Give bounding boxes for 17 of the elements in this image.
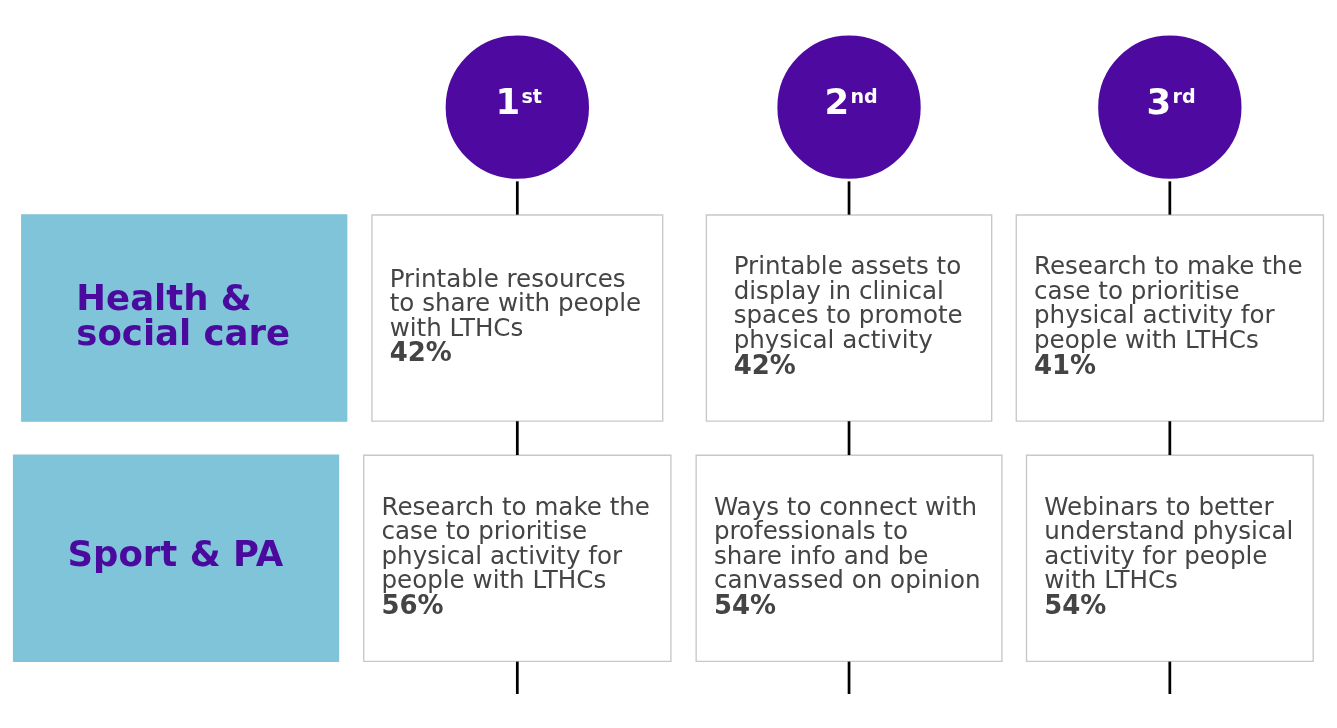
node-box: Sport & PA bbox=[12, 454, 340, 662]
connector bbox=[847, 420, 851, 455]
connector bbox=[1168, 420, 1172, 455]
node-box: Research to make the case to prioritise physical activity for people with LTHCs 56% bbox=[363, 454, 672, 662]
node-box: Health & social care bbox=[21, 213, 348, 422]
connector bbox=[515, 661, 519, 694]
node-box: Printable resources to share with people with LTHCs 42% bbox=[371, 213, 664, 422]
connector bbox=[515, 180, 519, 215]
connector bbox=[847, 661, 851, 694]
node-box: Research to make the case to prioritise physical activity for people with LTHCs 41% bbox=[1015, 213, 1325, 422]
node-box: Ways to connect with professionals to share info and be canvassed on opinion 54% bbox=[695, 454, 1003, 662]
connector bbox=[1168, 180, 1172, 215]
connector bbox=[847, 180, 851, 215]
node-box: Printable assets to display in clinical spaces to promote physical activity 42% bbox=[705, 213, 993, 422]
connector bbox=[515, 420, 519, 455]
connector bbox=[1168, 661, 1172, 694]
node-box: Webinars to better understand physical activity for people with LTHCs 54% bbox=[1025, 454, 1314, 662]
